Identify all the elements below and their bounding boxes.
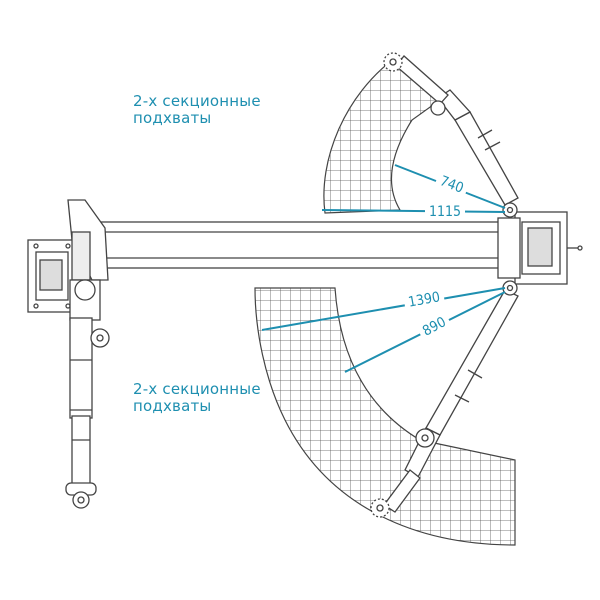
- dimension-label-backgrounds: [402, 169, 471, 342]
- caption-upper-line2: подхваты: [133, 109, 212, 127]
- caption-lower-arms: 2-х секционные подхваты: [133, 381, 261, 415]
- caption-upper-arms: 2-х секционные подхваты: [133, 93, 261, 127]
- dim-upper-long: 1115: [429, 204, 461, 220]
- upper-sweep-area: [323, 57, 441, 214]
- caption-upper-line1: 2-х секционные: [133, 92, 261, 110]
- upper-right-arm: [383, 52, 519, 218]
- left-column: [27, 199, 109, 313]
- cross-beam: [99, 221, 509, 269]
- lower-right-arm: [370, 280, 519, 518]
- left-lift-arm: [65, 279, 110, 509]
- caption-lower-line1: 2-х секционные: [133, 380, 261, 398]
- caption-lower-line2: подхваты: [133, 397, 212, 415]
- right-column: [497, 211, 583, 285]
- dim-lower-long: 1390: [407, 289, 441, 310]
